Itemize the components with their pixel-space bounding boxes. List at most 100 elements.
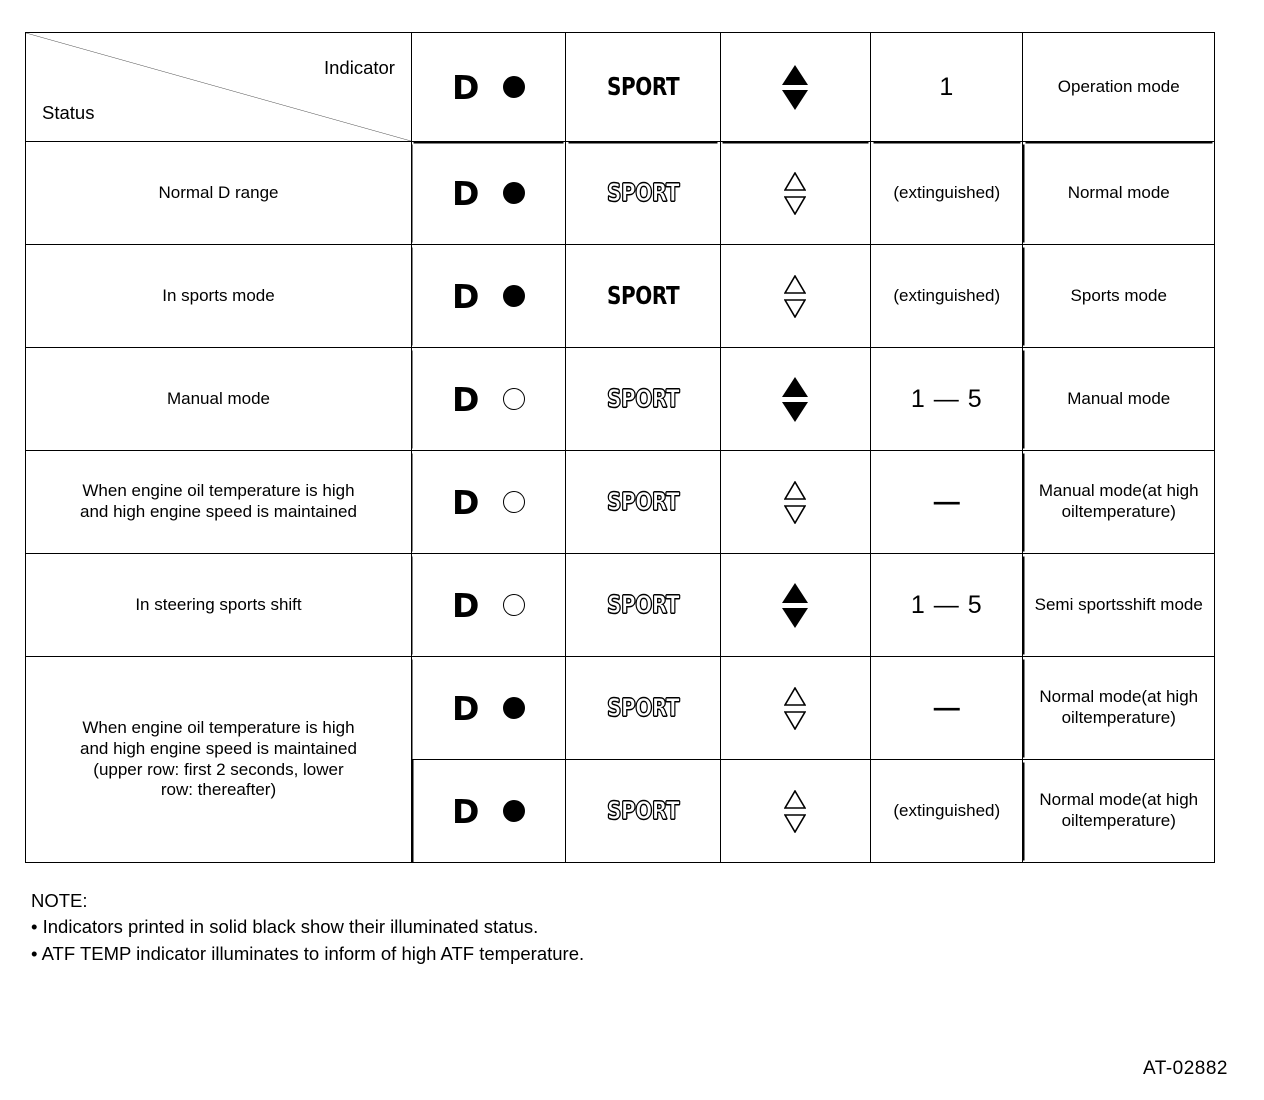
cell-shift-arrows	[719, 244, 872, 348]
cell-shift-arrows	[719, 450, 872, 554]
cell-d-indicator: D	[410, 141, 567, 245]
cell-sport-indicator: SPORT	[565, 347, 721, 451]
shift-arrows	[721, 582, 870, 628]
d-indicator: D	[412, 692, 565, 725]
d-letter: D	[451, 379, 480, 419]
shift-arrows	[721, 171, 870, 215]
header-cell-mode: Operation mode	[1022, 32, 1215, 142]
atf-temp-lamp-icon	[503, 388, 526, 410]
cell-d-indicator: D	[411, 759, 567, 863]
cell-operation-mode: Normal mode(at high oiltemperature)	[1022, 759, 1215, 863]
d-letter: D	[451, 688, 480, 728]
atf-temp-lamp-icon	[503, 697, 526, 719]
gear-display: (extinguished)	[893, 800, 1001, 820]
cell-sport-indicator: SPORT	[565, 656, 721, 760]
triangle-up-icon	[782, 376, 809, 397]
triangle-up-icon	[782, 64, 809, 85]
status-text-line: and high engine speed is maintained	[80, 502, 357, 521]
triangle-down-icon	[784, 298, 807, 318]
shift-arrows	[721, 274, 870, 318]
cell-shift-arrows	[719, 656, 872, 760]
atf-temp-lamp-icon	[503, 491, 526, 513]
status-text-line: In steering sports shift	[135, 594, 302, 614]
sport-indicator: SPORT	[606, 280, 680, 310]
mode-text-line: Normal mode	[1067, 182, 1170, 202]
cell-d-indicator: D	[410, 244, 567, 348]
cell-sport-indicator: SPORT	[565, 553, 721, 657]
cell-gear-position: —	[870, 656, 1024, 760]
triangle-up-icon	[784, 480, 807, 500]
mode-text-line: Normal mode	[1039, 790, 1142, 810]
shift-arrows	[721, 376, 870, 422]
status-text-line: Manual mode	[166, 388, 270, 408]
d-letter: D	[451, 67, 480, 107]
triangle-up-icon	[784, 789, 807, 809]
cell-gear-position: —	[870, 450, 1024, 554]
status-text-line: row: thereafter)	[160, 780, 277, 800]
sport-indicator: SPORT	[606, 589, 680, 619]
cell-operation-mode: Normal mode(at high oiltemperature)	[1022, 656, 1215, 760]
triangle-down-icon	[784, 813, 807, 833]
figure-id: AT-02882	[1143, 1058, 1228, 1079]
cell-sport-indicator: SPORT	[565, 450, 721, 554]
mode-text-line: (at high oil	[1061, 790, 1199, 830]
mode-text-line: temperature)	[1078, 811, 1176, 830]
status-text-line: In sports mode	[162, 285, 275, 305]
gear-display: 1 — 5	[910, 590, 983, 619]
mode-text-line: (at high oil	[1061, 481, 1199, 521]
status-text-line: and high engine speed is maintained	[80, 738, 357, 758]
status-cell: In sports mode	[25, 244, 412, 348]
d-indicator: D	[412, 486, 565, 519]
d-letter: D	[451, 585, 480, 625]
gear-display: (extinguished)	[893, 182, 1001, 202]
atf-temp-lamp-icon	[503, 76, 526, 98]
header-indicator-label: Indicator	[324, 57, 395, 78]
mode-text-line: Normal mode	[1039, 687, 1142, 707]
d-indicator: D	[412, 795, 565, 828]
d-indicator: D	[412, 177, 565, 210]
gear-display: 1	[939, 72, 955, 101]
status-cell: Normal D range	[25, 141, 412, 245]
mode-text-line: temperature)	[1078, 502, 1176, 521]
triangle-up-icon	[782, 582, 809, 603]
shift-arrows	[721, 64, 870, 110]
mode-text-line: Sports mode	[1070, 285, 1167, 305]
cell-sport-indicator: SPORT	[565, 759, 721, 863]
header-cell-d: D	[410, 32, 567, 142]
cell-shift-arrows	[719, 553, 872, 657]
cell-shift-arrows	[719, 141, 872, 245]
shift-arrows	[721, 789, 870, 833]
sport-indicator: SPORT	[606, 692, 680, 722]
sport-indicator: SPORT	[606, 177, 680, 207]
triangle-up-icon	[784, 274, 807, 294]
atf-temp-lamp-icon	[503, 800, 526, 822]
d-indicator: D	[412, 589, 565, 622]
sport-indicator: SPORT	[606, 486, 680, 516]
cell-gear-position: (extinguished)	[870, 141, 1024, 245]
mode-text-line: (at high oil	[1061, 687, 1199, 727]
status-cell: In steering sports shift	[25, 553, 412, 657]
note-item-1: • Indicators printed in solid black show…	[31, 916, 539, 938]
cell-shift-arrows	[719, 347, 872, 451]
atf-temp-lamp-icon	[503, 594, 526, 616]
status-text-line: (upper row: first 2 seconds, lower	[93, 759, 344, 779]
note-item-2: • ATF TEMP indicator illuminates to info…	[31, 942, 585, 964]
sport-indicator: SPORT	[606, 71, 680, 101]
cell-d-indicator: D	[410, 347, 567, 451]
status-text-line: Normal D range	[158, 182, 279, 202]
header-cell-gear: 1	[870, 32, 1024, 142]
gear-display: —	[933, 692, 960, 723]
d-letter: D	[451, 276, 480, 316]
diagonal-divider-line	[26, 33, 411, 141]
d-indicator: D	[412, 71, 565, 104]
cell-operation-mode: Manual mode	[1022, 347, 1215, 451]
sport-indicator: SPORT	[606, 383, 680, 413]
atf-temp-lamp-icon	[503, 182, 526, 204]
